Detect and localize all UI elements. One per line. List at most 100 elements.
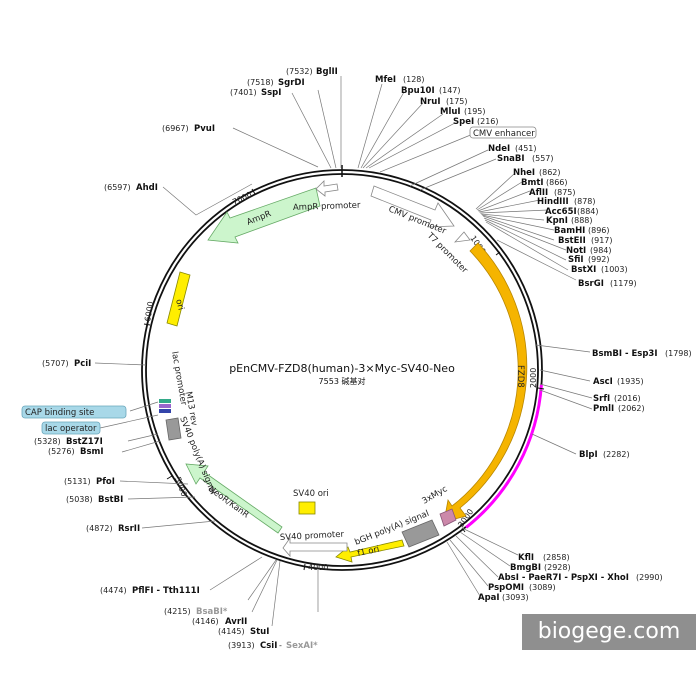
cap-site-mark	[159, 409, 171, 413]
site-pos-asci: (1935)	[617, 377, 644, 386]
site-name-stui: StuI	[250, 627, 269, 637]
sv40-promoter-label: SV40 promoter	[280, 530, 345, 543]
site-pos-absi: (2990)	[636, 573, 663, 582]
site-pos-pflfi: (4474)	[100, 586, 127, 595]
myc-label: 3xMyc	[421, 484, 450, 507]
site-pos-hindiii: (878)	[574, 197, 596, 206]
ori-box	[166, 271, 191, 327]
site-name-mlui: MluI	[440, 107, 461, 117]
sv40-polya-box	[165, 417, 182, 441]
site-separator: -	[279, 641, 282, 650]
site-pos-avrii: (4146)	[192, 617, 219, 626]
site-name-ahdi: AhdI	[136, 183, 158, 193]
site-name-bstz17i: BstZ17I	[66, 437, 103, 447]
tick-label-5000: 5000	[173, 476, 188, 498]
site-pos-bpu10i: (147)	[439, 86, 461, 95]
site-pos-bstxi: (1003)	[601, 265, 628, 274]
scale-ticks	[143, 188, 545, 571]
t7-promoter-arrow	[453, 231, 471, 243]
site-pos-pcii: (5707)	[42, 359, 69, 368]
site-pos-bmti: (866)	[546, 178, 568, 187]
cmv-enhancer-label: CMV enhancer	[473, 129, 535, 139]
magenta-segment	[465, 384, 543, 529]
site-name-bsrgi: BsrGI	[578, 279, 604, 289]
site-pos-bsteii: (917)	[591, 236, 613, 245]
site-name-kfli: KflI	[518, 553, 534, 563]
site-name-kpni: KpnI	[546, 216, 568, 226]
site-name-pvui: PvuI	[194, 124, 215, 134]
site-name-avrii: AvrII	[225, 617, 247, 627]
site-pos-mlui: (195)	[464, 107, 486, 116]
site-pos-nhei: (862)	[539, 168, 561, 177]
site-name-nrui: NruI	[420, 97, 441, 107]
site-pos-acc65i: (884)	[577, 207, 599, 216]
fzd8-label: FZD8	[515, 365, 525, 388]
site-pos-srfi: (2016)	[614, 394, 641, 403]
site-name-snabi: SnaBI	[497, 154, 525, 164]
ampr-arrow	[207, 187, 321, 244]
site-name-noti: NotI	[566, 246, 586, 256]
lac-operator-tag	[41, 421, 101, 435]
site-pos-bstz17i: (5328)	[34, 437, 61, 446]
cmv-enhancer-tag	[469, 126, 537, 139]
site-name-spei: SpeI	[453, 117, 474, 127]
ampr-promoter-label: AmpR promoter	[293, 201, 361, 213]
site-name-ndei: NdeI	[488, 144, 510, 154]
site-pos-bsabi: (4215)	[164, 607, 191, 616]
cmv-promoter-arrow	[370, 185, 455, 228]
site-labels: (7532) BglII (7518) SgrDI (7401) SspI (6…	[21, 67, 692, 651]
site-pos-pspomi: (3089)	[529, 583, 556, 592]
watermark: biogege.com	[522, 614, 696, 650]
fzd8-arrow	[443, 242, 528, 523]
site-pos-apai: (3093)	[502, 593, 529, 602]
f1-ori-label: f1 ori	[357, 545, 381, 559]
f1-ori-arrow	[335, 539, 405, 563]
site-pos-bsmi: (5276)	[48, 447, 75, 456]
site-name-apai: ApaI	[478, 593, 500, 603]
leader-lines	[94, 76, 593, 627]
site-name-bsmi: BsmI	[80, 447, 104, 457]
site-pos-ahdi: (6597)	[104, 183, 131, 192]
site-name-bmgbi: BmgBI	[510, 563, 541, 573]
site-pos-csii: (3913)	[228, 641, 255, 650]
cap-binding-site-label: CAP binding site	[25, 408, 94, 418]
site-pos-sgrdi: (7518)	[247, 78, 274, 87]
site-name-bmti: BmtI	[521, 178, 544, 188]
sv40-ori-box	[298, 501, 316, 515]
tick-label-4000: 4000	[308, 563, 328, 572]
site-name-bstbi: BstBI	[98, 495, 123, 505]
site-name-nhei: NheI	[513, 168, 535, 178]
site-pos-nrui: (175)	[446, 97, 468, 106]
site-pos-pfoi: (5131)	[64, 477, 91, 486]
site-pos-pvui: (6967)	[162, 124, 189, 133]
cap-binding-site-tag	[21, 405, 127, 419]
site-name-pmli: PmlI	[593, 404, 614, 414]
site-name-rsrii: RsrII	[118, 524, 140, 534]
site-name-sspi: SspI	[261, 88, 281, 98]
m13-rev-mark	[159, 404, 171, 408]
site-name-blpi: BlpI	[579, 450, 598, 460]
site-pos-sspi: (7401)	[230, 88, 257, 97]
site-pos-bmgbi: (2928)	[544, 563, 571, 572]
site-name-pspomi: PspOMI	[488, 583, 524, 593]
site-name-srfi: SrfI	[593, 394, 610, 404]
site-pos-pmli: (2062)	[618, 404, 645, 413]
site-pos-bsrgi: (1179)	[610, 279, 637, 288]
site-name-sfii: SfiI	[568, 255, 584, 265]
site-name-asci: AscI	[593, 377, 613, 387]
site-name-bsteii: BstEII	[558, 236, 586, 246]
site-pos-snabi: (557)	[532, 154, 554, 163]
site-pos-bsmbi: (1798)	[665, 349, 692, 358]
lac-operator-mark	[159, 399, 171, 403]
site-pos-blpi: (2282)	[603, 450, 630, 459]
site-name-pflfi: PflFI - Tth111I	[132, 586, 200, 596]
lac-operator-label: lac operator	[45, 424, 97, 434]
site-name-bglii: BglII	[316, 67, 338, 77]
site-pos-stui: (4145)	[218, 627, 245, 636]
sv40-ori-label: SV40 ori	[293, 489, 329, 499]
tick-label-6000: 6000	[143, 301, 155, 323]
myc-tag-arrow	[439, 508, 457, 527]
site-pos-aflii: (875)	[554, 188, 576, 197]
bgh-polya-box	[401, 519, 440, 548]
sv40-promoter-arrow	[282, 536, 348, 558]
